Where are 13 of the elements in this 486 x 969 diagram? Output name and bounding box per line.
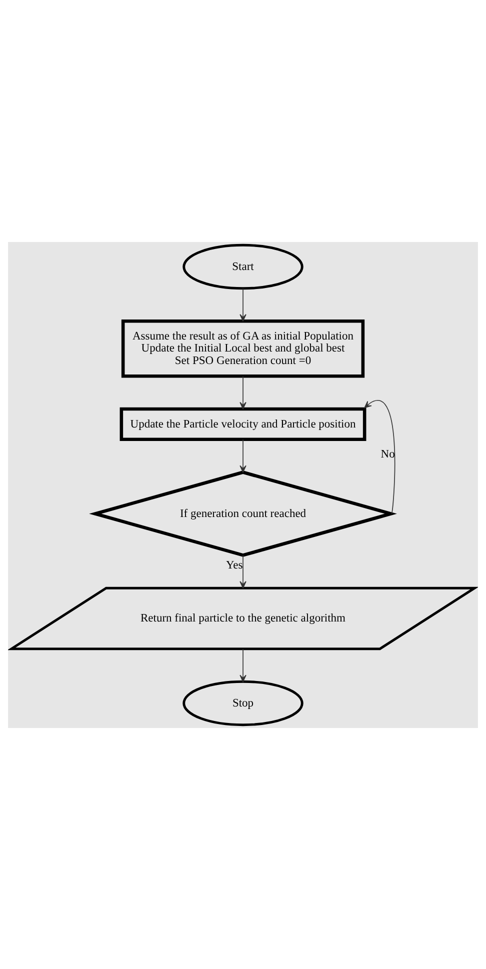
arrow	[240, 648, 246, 682]
node-ellipse: Start	[182, 243, 304, 290]
arrow	[240, 554, 246, 588]
node-ellipse: Stop	[182, 680, 304, 726]
arrow	[364, 399, 396, 514]
arrow	[240, 288, 246, 321]
edge-label: Yes	[226, 559, 243, 572]
node-box: Assume the result as of GA as initial Population Update the Initial Local best and global best Set PSO Generation count =0	[121, 318, 365, 378]
edge-label: No	[380, 448, 395, 460]
node-diamond: If generation count reached	[89, 470, 397, 556]
arrow	[240, 438, 246, 472]
arrow	[240, 375, 246, 409]
node-box: Update the Particle velocity and Particle position	[120, 406, 366, 441]
